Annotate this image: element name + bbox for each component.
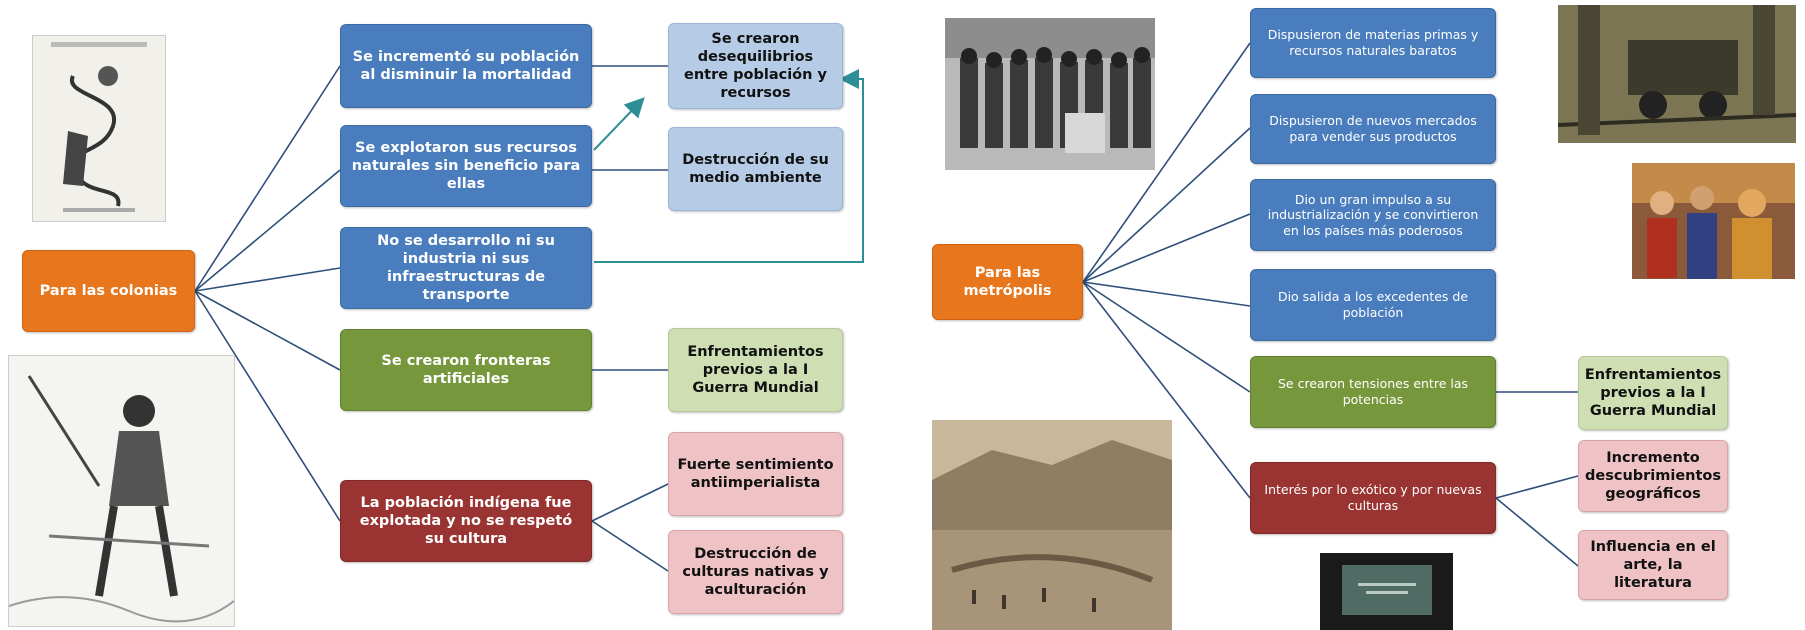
left-arrows [593, 69, 864, 263]
cartoon-illustration-top [32, 35, 166, 222]
node-recursos-naturales: Se explotaron sus recursos naturales sin… [340, 125, 592, 207]
node-poblacion-mortalidad: Se incrementó su población al disminuir … [340, 24, 592, 108]
node-materias-primas: Dispusieron de materias primas y recurso… [1250, 8, 1496, 78]
effect-desequilibrios: Se crearon desequilibrios entre població… [668, 23, 843, 109]
effect-enfrentamientos-right: Enfrentamientos previos a la I Guerra Mu… [1578, 356, 1728, 430]
node-interes-exotico: Interés por lo exótico y por nuevas cult… [1250, 462, 1496, 534]
effect-medio-ambiente: Destrucción de su medio ambiente [668, 127, 843, 211]
node-industrializacion: Dio un gran impulso a su industrializaci… [1250, 179, 1496, 251]
mine-cart-photo [1558, 5, 1796, 143]
node-poblacion-indigena: La población indígena fue explotada y no… [340, 480, 592, 562]
effect-arte-literatura: Influencia en el arte, la literatura [1578, 530, 1728, 600]
node-nuevos-mercados: Dispusieron de nuevos mercados para vend… [1250, 94, 1496, 164]
node-industria-transporte: No se desarrollo ni su industria ni sus … [340, 227, 592, 309]
node-tensiones-potencias: Se crearon tensiones entre las potencias [1250, 356, 1496, 428]
effect-antiimperialista: Fuerte sentimiento antiimperialista [668, 432, 843, 516]
video-thumbnail [1320, 553, 1453, 630]
soldier-engraving [8, 355, 235, 627]
painting-crowd [1632, 163, 1795, 279]
effect-descubrimientos: Incremento descubrimientos geográficos [1578, 440, 1728, 512]
effect-aculturacion: Destrucción de culturas nativas y acultu… [668, 530, 843, 614]
root-colonias: Para las colonias [22, 250, 195, 332]
workers-photo [945, 18, 1155, 170]
mining-landscape-photo [932, 420, 1172, 630]
root-metropolis: Para las metrópolis [932, 244, 1083, 320]
right-connectors [1082, 42, 1579, 567]
left-connectors [194, 65, 669, 572]
effect-enfrentamientos-left: Enfrentamientos previos a la I Guerra Mu… [668, 328, 843, 412]
node-fronteras-artificiales: Se crearon fronteras artificiales [340, 329, 592, 411]
node-excedentes-poblacion: Dio salida a los excedentes de población [1250, 269, 1496, 341]
